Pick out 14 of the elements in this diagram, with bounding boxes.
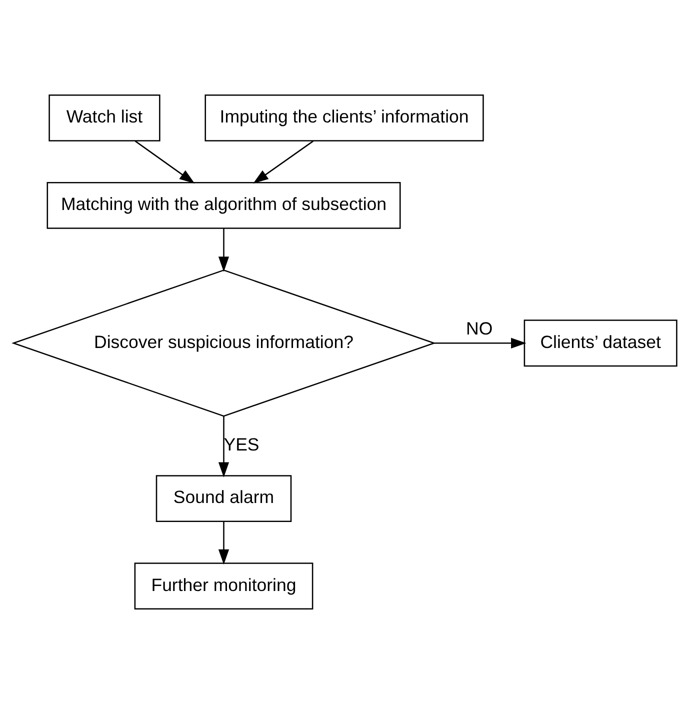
edge-label: NO [466,318,493,338]
arrow [218,522,230,565]
arrow [134,140,195,184]
node-box: Sound alarm [156,475,292,522]
node-box: Clients’ dataset [524,320,678,367]
arrow [218,228,230,272]
node-box: Further monitoring [134,562,314,610]
node-diamond: Discover suspicious information? [12,270,436,417]
arrow [253,140,314,184]
node-box: Imputing the clients’ information [204,94,484,142]
arrow [434,338,526,348]
node-box: Watch list [48,94,160,142]
node-box: Matching with the algorithm of subsection [46,182,401,229]
arrow [218,416,230,478]
